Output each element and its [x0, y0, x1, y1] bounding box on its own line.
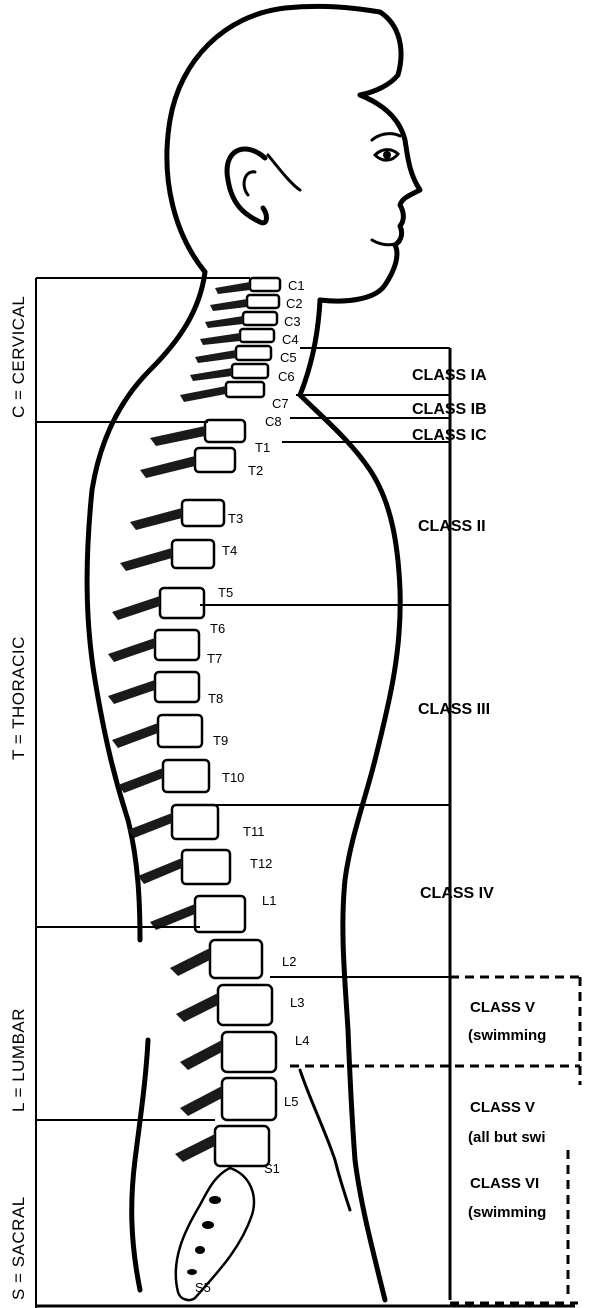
- class-label-iv: CLASS IV: [420, 885, 494, 902]
- level-label: C5: [280, 350, 297, 365]
- vertebra-c1: [250, 278, 280, 291]
- sacrum: [176, 1168, 254, 1300]
- class-label-ic: CLASS IC: [412, 427, 487, 444]
- vertebra-t2: [195, 448, 235, 472]
- vertebra-t1: [205, 420, 245, 442]
- class-label-ii: CLASS II: [418, 518, 486, 535]
- vertebra-l2: [218, 985, 272, 1025]
- level-label: T2: [248, 463, 263, 478]
- vertebra-l3: [222, 1032, 276, 1072]
- level-label: C3: [284, 314, 301, 329]
- region-label-lumbar: L = LUMBAR: [9, 1008, 28, 1112]
- level-label: S5: [195, 1280, 211, 1295]
- vertebra-c3: [243, 312, 277, 325]
- level-label: T8: [208, 691, 223, 706]
- level-label: C4: [282, 332, 299, 347]
- region-label-thoracic: T = THORACIC: [9, 636, 28, 760]
- class-label-v-allbut-note: (all but swi: [468, 1129, 546, 1146]
- level-label: T6: [210, 621, 225, 636]
- vertebra-c5: [236, 346, 271, 360]
- vertebra-t5: [160, 588, 204, 618]
- class-label-v-swimming-title: CLASS V: [470, 999, 535, 1016]
- region-label-sacral: S = SACRAL: [9, 1196, 28, 1300]
- vertebra-l4: [222, 1078, 276, 1120]
- level-label: T7: [207, 651, 222, 666]
- class-label-iii: CLASS III: [418, 701, 490, 718]
- vertebra-t6: [155, 630, 199, 660]
- vertebra-c7: [226, 382, 264, 397]
- level-label: T4: [222, 543, 237, 558]
- level-label: T12: [250, 856, 272, 871]
- class-label-ia: CLASS IA: [412, 367, 487, 384]
- vertebra-t12: [195, 896, 245, 932]
- spinal-column: [108, 278, 280, 1300]
- level-label: L1: [262, 893, 276, 908]
- level-label: T11: [243, 824, 264, 839]
- region-label-cervical: C = CERVICAL: [9, 296, 28, 418]
- level-label: L3: [290, 995, 304, 1010]
- level-label: C2: [286, 296, 303, 311]
- level-label: T3: [228, 511, 243, 526]
- class-label-v-swimming-note: (swimming: [468, 1027, 546, 1044]
- vertebra-t7: [155, 672, 199, 702]
- level-label: S1: [264, 1161, 280, 1176]
- level-label: C1: [288, 278, 305, 293]
- vertebra-t8: [158, 715, 202, 747]
- level-label: C8: [265, 414, 282, 429]
- vertebra-c2: [247, 295, 279, 308]
- level-label: C6: [278, 369, 295, 384]
- level-label: T1: [255, 440, 270, 455]
- class-label-ib: CLASS IB: [412, 401, 487, 418]
- level-label: T9: [213, 733, 228, 748]
- vertebra-t9: [163, 760, 209, 792]
- class-label-vi-note: (swimming: [468, 1204, 546, 1221]
- vertebra-t3: [182, 500, 224, 526]
- class-label-vi-title: CLASS VI: [470, 1175, 539, 1192]
- vertebra-c4: [240, 329, 274, 342]
- vertebra-l1: [210, 940, 262, 978]
- vertebra-t11: [182, 850, 230, 884]
- level-label: T10: [222, 770, 244, 785]
- vertebra-t10: [172, 805, 218, 839]
- vertebra-l5: [215, 1126, 269, 1166]
- level-label: L4: [295, 1033, 309, 1048]
- level-label: L5: [284, 1094, 298, 1109]
- level-label: L2: [282, 954, 296, 969]
- level-label: C7: [272, 396, 289, 411]
- region-brackets: [36, 278, 575, 1308]
- vertebra-c6: [232, 364, 268, 378]
- class-label-v-allbut-title: CLASS V: [470, 1099, 535, 1116]
- vertebra-t4: [172, 540, 214, 568]
- level-label: T5: [218, 585, 233, 600]
